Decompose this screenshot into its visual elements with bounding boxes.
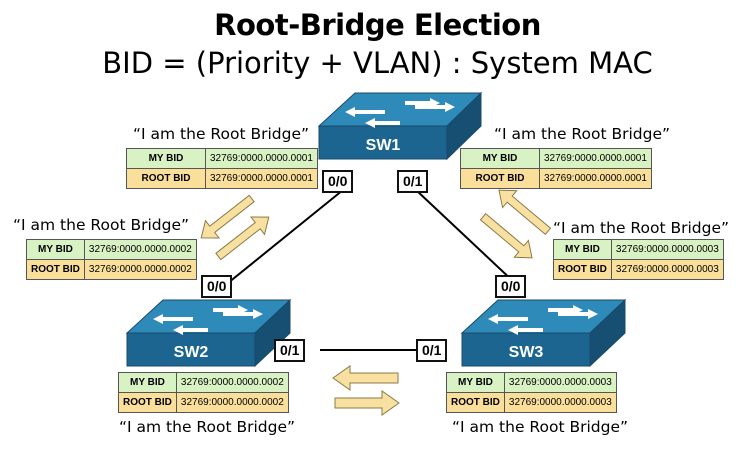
sw3-label: SW3 (509, 344, 544, 361)
sw1-label: SW1 (366, 137, 401, 154)
root-bid-label: ROOT BID (126, 168, 206, 189)
link-sw1-sw3 (415, 189, 516, 284)
switch-sw3: SW3 (460, 298, 627, 368)
quote-sw1-left: “I am the Root Bridge” (133, 125, 310, 143)
root-bid-label: ROOT BID (26, 259, 85, 280)
my-bid-label: MY BID (118, 372, 177, 393)
port-sw3-0-1: 0/1 (416, 339, 448, 362)
port-sw2-0-0: 0/0 (201, 275, 233, 298)
root-bid-label: ROOT BID (446, 392, 505, 413)
arrow-sw2-to-sw3 (334, 390, 400, 416)
diagram-subtitle: BID = (Priority + VLAN) : System MAC (102, 46, 653, 80)
my-bid-label: MY BID (460, 148, 540, 169)
my-bid-value: 32769:0000.0000.0002 (83, 239, 197, 260)
port-sw2-0-1: 0/1 (274, 339, 306, 362)
arrow-sw2-to-sw1 (215, 216, 270, 261)
my-bid-value: 32769:0000.0000.0001 (205, 148, 318, 169)
root-bid-value: 32769:0000.0000.0001 (539, 168, 652, 189)
sw2-label: SW2 (174, 344, 209, 361)
my-bid-label: MY BID (446, 372, 505, 393)
my-bid-label: MY BID (26, 239, 85, 260)
root-bid-label: ROOT BID (460, 168, 540, 189)
port-sw1-0-0: 0/0 (322, 170, 354, 193)
arrow-sw3-to-sw2 (332, 365, 399, 391)
switch-sw2: SW2 (125, 298, 292, 368)
switch-sw1: SW1 (317, 91, 483, 161)
diagram-title: Root-Bridge Election (214, 8, 541, 42)
my-bid-label: MY BID (553, 239, 612, 260)
my-bid-value: 32769:0000.0000.0003 (610, 239, 724, 260)
arrow-sw1-to-sw2 (200, 194, 255, 239)
root-bid-value: 32769:0000.0000.0002 (175, 392, 289, 413)
my-bid-value: 32769:0000.0000.0002 (175, 372, 289, 393)
root-bid-value: 32769:0000.0000.0003 (610, 259, 724, 280)
quote-sw2-lower: “I am the Root Bridge” (119, 418, 296, 436)
root-bid-value: 32769:0000.0000.0003 (503, 392, 617, 413)
arrow-sw1-to-sw3 (479, 212, 533, 259)
my-bid-label: MY BID (126, 148, 206, 169)
my-bid-value: 32769:0000.0000.0003 (503, 372, 617, 393)
port-sw3-0-0: 0/0 (495, 275, 527, 298)
arrow-sw3-to-sw1 (498, 189, 552, 236)
quote-sw2-upper: “I am the Root Bridge” (13, 216, 190, 234)
root-bid-value: 32769:0000.0000.0001 (205, 168, 318, 189)
port-sw1-0-1: 0/1 (397, 170, 429, 193)
root-bid-value: 32769:0000.0000.0002 (83, 259, 197, 280)
quote-sw3-lower: “I am the Root Bridge” (452, 418, 629, 436)
quote-sw3-upper: “I am the Root Bridge” (553, 219, 730, 237)
root-bid-label: ROOT BID (118, 392, 177, 413)
link-sw1-sw2 (227, 189, 344, 284)
my-bid-value: 32769:0000.0000.0001 (539, 148, 652, 169)
quote-sw1-right: “I am the Root Bridge” (494, 125, 671, 143)
root-bid-label: ROOT BID (553, 259, 612, 280)
